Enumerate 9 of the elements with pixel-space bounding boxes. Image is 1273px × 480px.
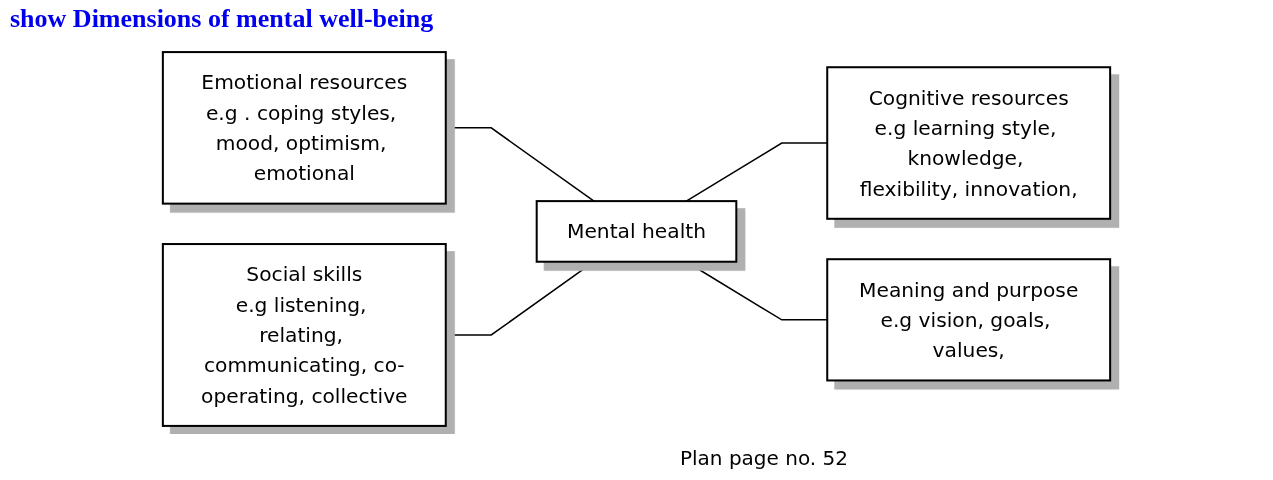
connector [445, 127, 595, 202]
node-box: Emotional resources e.g . coping styles, mood, optimism, emotional [161, 51, 447, 205]
diagram-title: show Dimensions of mental well-being [10, 4, 434, 34]
node-box: Cognitive resources e.g learning style, knowledge, flexibility, innovation, [826, 66, 1112, 220]
node-box: Social skills e.g listening, relating, communicating, co-operating, collective [161, 243, 447, 427]
connector [685, 142, 828, 202]
note-text: Plan page no. 52 [680, 446, 848, 470]
node-box: Mental health [535, 200, 738, 263]
node-box: Meaning and purpose e.g vision, goals, values, [826, 258, 1112, 382]
